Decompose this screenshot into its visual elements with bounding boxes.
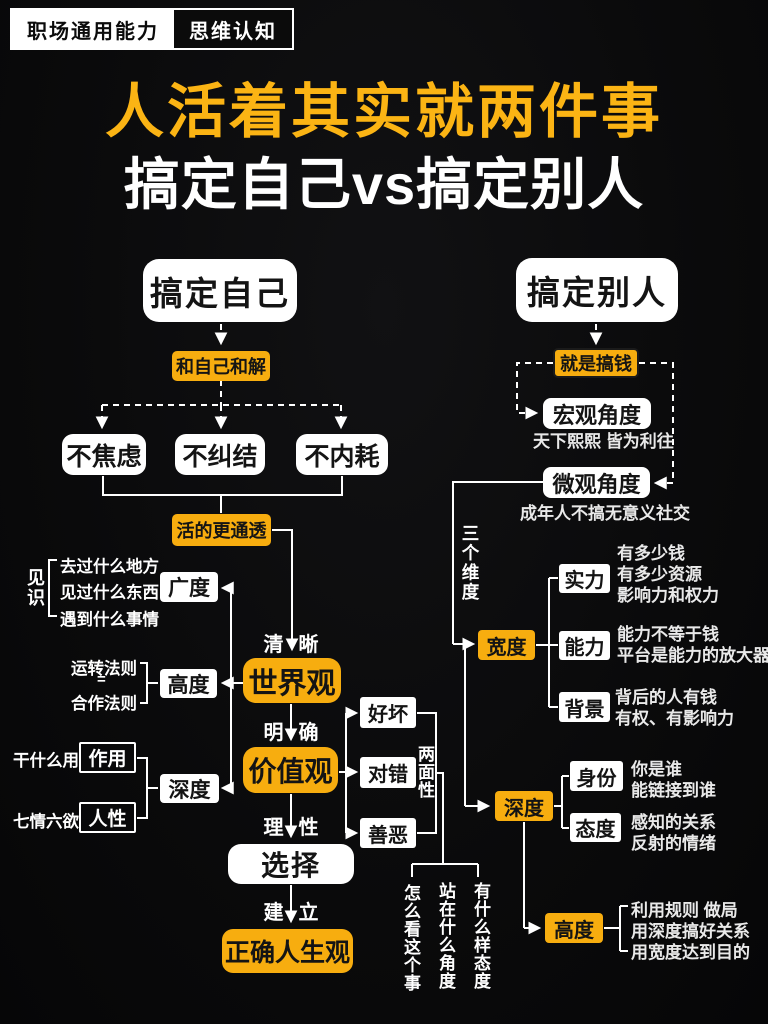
label-two-sidedness: 两面性 <box>415 745 434 799</box>
node-height-right: 高度 <box>545 913 603 943</box>
page-subtitle: 搞定自己vs搞定别人 <box>123 153 645 216</box>
verb-establish: 建立 <box>263 902 334 924</box>
node-self-root: 搞定自己 <box>143 259 297 322</box>
note-seven-emotions: 七情六欲 <box>13 813 79 831</box>
node-background: 背景 <box>559 692 610 722</box>
node-height-left: 高度 <box>160 669 217 698</box>
question-what-angle: 站在什么角度 <box>436 882 455 990</box>
caption-attitude: 感知的关系 反射的情绪 <box>631 812 716 854</box>
badge-right-label: 思维认知 <box>174 10 292 48</box>
badge-left-label: 职场通用能力 <box>12 10 174 48</box>
node-worldview: 世界观 <box>243 658 341 703</box>
caption-line: 能链接到谁 <box>631 781 716 800</box>
caption-identity: 你是谁 能链接到谁 <box>631 759 716 801</box>
node-width: 宽度 <box>478 630 535 660</box>
category-badge: 职场通用能力 思维认知 <box>10 8 294 50</box>
note-insight-2: 见过什么东西 <box>60 584 159 602</box>
node-outcome-no-tangle: 不纠结 <box>175 434 265 475</box>
node-good-bad: 好坏 <box>360 697 416 728</box>
caption-line: 能力不等于钱 <box>617 625 719 644</box>
caption-line: 有权、有影响力 <box>615 709 734 728</box>
node-outcome-no-anxiety: 不焦虑 <box>62 434 146 475</box>
note-operating-law: 运转法则 <box>71 660 137 678</box>
verb-rational: 理性 <box>263 817 334 839</box>
note-insight-3: 遇到什么事情 <box>60 611 159 629</box>
caption-line: 利用规则 做局 <box>631 901 738 920</box>
caption-line: 感知的关系 <box>631 813 716 832</box>
caption-ability: 能力不等于钱 平台是能力的放大器 <box>617 624 768 666</box>
node-reconcile: 和自己和解 <box>172 351 270 381</box>
page-title: 人活着其实就两件事 <box>104 79 663 145</box>
caption-line: 你是谁 <box>631 760 682 779</box>
note-cooperation-law: 合作法则 <box>71 695 137 713</box>
node-identity: 身份 <box>570 761 623 791</box>
caption-height: 利用规则 做局 用深度搞好关系 用宽度达到目的 <box>631 900 750 963</box>
node-function: 作用 <box>79 742 136 773</box>
verb-definite: 明确 <box>263 722 334 744</box>
caption-micro: 成年人不搞无意义社交 <box>520 504 690 523</box>
node-strength: 实力 <box>559 564 610 593</box>
caption-line: 影响力和权力 <box>617 586 719 605</box>
node-make-money: 就是搞钱 <box>553 348 639 378</box>
node-macro-angle: 宏观角度 <box>543 398 651 429</box>
caption-line: 用深度搞好关系 <box>631 922 750 941</box>
node-attitude: 态度 <box>570 813 621 842</box>
note-equals: = <box>97 671 106 688</box>
label-three-dimensions: 三个维度 <box>460 524 480 602</box>
node-correct-life-outlook: 正确人生观 <box>222 929 353 973</box>
node-breadth-left: 广度 <box>160 572 218 602</box>
node-others-root: 搞定别人 <box>516 258 678 322</box>
node-ability: 能力 <box>559 631 610 660</box>
node-human-nature: 人性 <box>79 802 136 833</box>
caption-line: 反射的情绪 <box>631 834 716 853</box>
caption-background: 背后的人有钱 有权、有影响力 <box>615 687 734 729</box>
caption-line: 用宽度达到目的 <box>631 943 750 962</box>
caption-line: 有多少资源 <box>617 565 702 584</box>
label-insight: 见识 <box>25 568 45 608</box>
verb-clear: 清晰 <box>263 634 334 656</box>
caption-line: 背后的人有钱 <box>615 688 717 707</box>
question-how-to-see: 怎么看这个事 <box>401 884 420 992</box>
node-depth-left: 深度 <box>160 774 219 803</box>
node-choice: 选择 <box>228 844 354 884</box>
caption-line: 有多少钱 <box>617 544 685 563</box>
caption-line: 平台是能力的放大器 <box>617 646 768 665</box>
node-depth-right: 深度 <box>495 791 553 821</box>
node-values: 价值观 <box>243 747 338 793</box>
caption-strength: 有多少钱 有多少资源 影响力和权力 <box>617 543 719 606</box>
node-micro-angle: 微观角度 <box>543 467 650 498</box>
note-insight-1: 去过什么地方 <box>60 558 159 576</box>
node-outcome-no-drain: 不内耗 <box>296 434 388 475</box>
node-right-wrong: 对错 <box>360 757 416 788</box>
question-what-attitude: 有什么样态度 <box>471 882 490 990</box>
note-what-use: 干什么用 <box>13 752 79 770</box>
node-live-clearly: 活的更通透 <box>172 514 271 546</box>
node-virtue-evil: 善恶 <box>360 818 416 848</box>
caption-macro: 天下熙熙 皆为利往 <box>533 432 674 451</box>
